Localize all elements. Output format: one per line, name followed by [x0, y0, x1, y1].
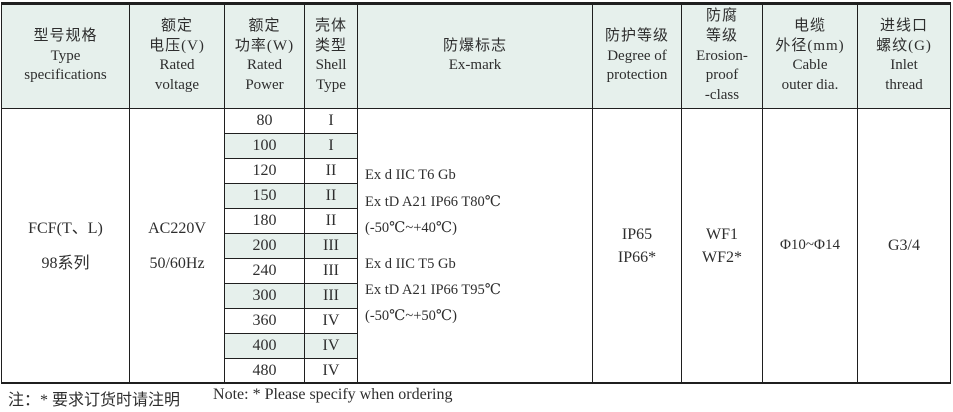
ex-mark-line: Ex tD A21 IP66 T80℃(-50℃~+40℃)	[365, 193, 501, 236]
cell-rated-power: 400	[224, 332, 305, 359]
cell-rated-power: 100	[224, 132, 305, 159]
cell-cable-outer-dia: Φ10~Φ14	[762, 107, 858, 384]
protection-ip66: IP66*	[617, 248, 657, 266]
cell-erosion-proof-class: WF1 WF2*	[681, 107, 763, 384]
col-header-shell-en: Shell Type	[315, 57, 347, 94]
col-header-inlet-thread: 进线口 螺纹(G) Inlet thread	[857, 3, 951, 109]
col-header-cable-en: Cable outer dia.	[781, 57, 839, 94]
col-header-erosion-en: Erosion- proof -class	[696, 47, 748, 104]
col-header-erosion-proof-class: 防腐 等级 Erosion- proof -class	[681, 3, 763, 109]
cell-type-specifications: FCF(T、L) 98系列	[1, 107, 130, 384]
ex-mark-line: Ex d IIC T6 Gb	[365, 167, 456, 184]
cell-rated-power: 200	[224, 232, 305, 259]
table-row: 100 I	[2, 132, 951, 159]
col-header-power-en: Rated Power	[245, 57, 284, 94]
header-row: 型号规格 Type specifications 额定 电压(V) Rated …	[1, 3, 951, 109]
ex-mark-line: Ex d IIC T5 Gb	[365, 255, 456, 272]
col-header-ex-mark: 防爆标志 Ex-mark	[357, 3, 593, 109]
cell-shell-type: IV	[304, 357, 358, 384]
cell-inlet-thread: G3/4	[857, 107, 951, 384]
col-header-cable-zh: 电缆 外径(mm)	[775, 17, 845, 54]
cell-shell-type: I	[304, 132, 358, 159]
table-row: 480 IV	[2, 357, 951, 384]
col-header-type-specifications: 型号规格 Type specifications	[1, 3, 130, 109]
table-row: 360 IV	[2, 307, 951, 334]
footnote-en: Note: * Please specify when ordering	[213, 386, 453, 403]
cell-ex-mark: Ex d IIC T6 Gb Ex tD A21 IP66 T80℃(-50℃~…	[357, 107, 593, 384]
voltage-value: AC220V	[148, 219, 206, 237]
table-row: 300 III	[2, 282, 951, 309]
col-header-power-zh: 额定 功率(W)	[234, 17, 295, 54]
col-header-rated-voltage: 额定 电压(V) Rated voltage	[129, 3, 225, 109]
col-header-voltage-zh: 额定 电压(V)	[149, 17, 205, 54]
col-header-inlet-en: Inlet thread	[885, 57, 923, 94]
cell-shell-type: III	[304, 232, 358, 259]
col-header-shell-zh: 壳体 类型	[314, 17, 347, 54]
table-row: 400 IV	[2, 332, 951, 359]
cell-rated-power: 480	[224, 357, 305, 384]
type-spec-series: 98系列	[41, 254, 90, 272]
type-spec-model: FCF(T、L)	[28, 219, 103, 237]
frequency-value: 50/60Hz	[149, 254, 205, 272]
col-header-protection-en: Degree of protection	[606, 47, 668, 84]
cell-shell-type: I	[304, 107, 358, 134]
cell-shell-type: II	[304, 207, 358, 234]
cell-shell-type: IV	[304, 332, 358, 359]
table-row: 150 II	[2, 182, 951, 209]
ex-mark-line: Ex tD A21 IP66 T95℃(-50℃~+50℃)	[365, 281, 501, 324]
cell-rated-voltage: AC220V 50/60Hz	[129, 107, 225, 384]
col-header-rated-power: 额定 功率(W) Rated Power	[224, 3, 305, 109]
footnote: 注：* 要求订货时请注明 Note: * Please specify when…	[8, 386, 453, 410]
col-header-erosion-zh: 防腐 等级	[705, 8, 738, 44]
cell-rated-power: 300	[224, 282, 305, 309]
col-header-cable-outer-dia: 电缆 外径(mm) Cable outer dia.	[762, 3, 858, 109]
cell-shell-type: III	[304, 257, 358, 284]
cell-rated-power: 360	[224, 307, 305, 334]
col-header-voltage-en: Rated voltage	[154, 57, 200, 94]
cell-rated-power: 180	[224, 207, 305, 234]
cell-rated-power: 240	[224, 257, 305, 284]
col-header-inlet-zh: 进线口 螺纹(G)	[876, 17, 932, 54]
cell-shell-type: IV	[304, 307, 358, 334]
cell-rated-power: 150	[224, 182, 305, 209]
col-header-type-en: Type specifications	[24, 47, 107, 84]
erosion-wf2: WF2*	[702, 248, 742, 266]
table-row: 240 III	[2, 257, 951, 284]
protection-ip65: IP65	[621, 225, 653, 243]
col-header-type-zh: 型号规格	[33, 27, 98, 44]
cell-shell-type: II	[304, 182, 358, 209]
ex-mark-group-t6: Ex d IIC T6 Gb Ex tD A21 IP66 T80℃(-50℃~…	[365, 162, 592, 240]
col-header-shell-type: 壳体 类型 Shell Type	[304, 3, 358, 109]
cell-shell-type: III	[304, 282, 358, 309]
table-row: 200 III	[2, 232, 951, 259]
spec-table: 型号规格 Type specifications 额定 电压(V) Rated …	[1, 2, 951, 385]
footnote-zh: 注：* 要求订货时请注明	[8, 392, 181, 409]
ex-mark-group-t5: Ex d IIC T5 Gb Ex tD A21 IP66 T95℃(-50℃~…	[365, 251, 592, 329]
cell-rated-power: 80	[224, 107, 305, 134]
col-header-degree-of-protection: 防护等级 Degree of protection	[592, 3, 682, 109]
erosion-wf1: WF1	[706, 225, 738, 243]
cell-rated-power: 120	[224, 157, 305, 184]
col-header-exmark-en: Ex-mark	[448, 57, 502, 74]
cell-shell-type: II	[304, 157, 358, 184]
table-row: FCF(T、L) 98系列 AC220V 50/60Hz 80 I Ex d I…	[1, 107, 951, 384]
col-header-protection-zh: 防护等级	[604, 27, 669, 44]
col-header-exmark-zh: 防爆标志	[442, 37, 507, 54]
cell-degree-of-protection: IP65 IP66*	[592, 107, 682, 384]
